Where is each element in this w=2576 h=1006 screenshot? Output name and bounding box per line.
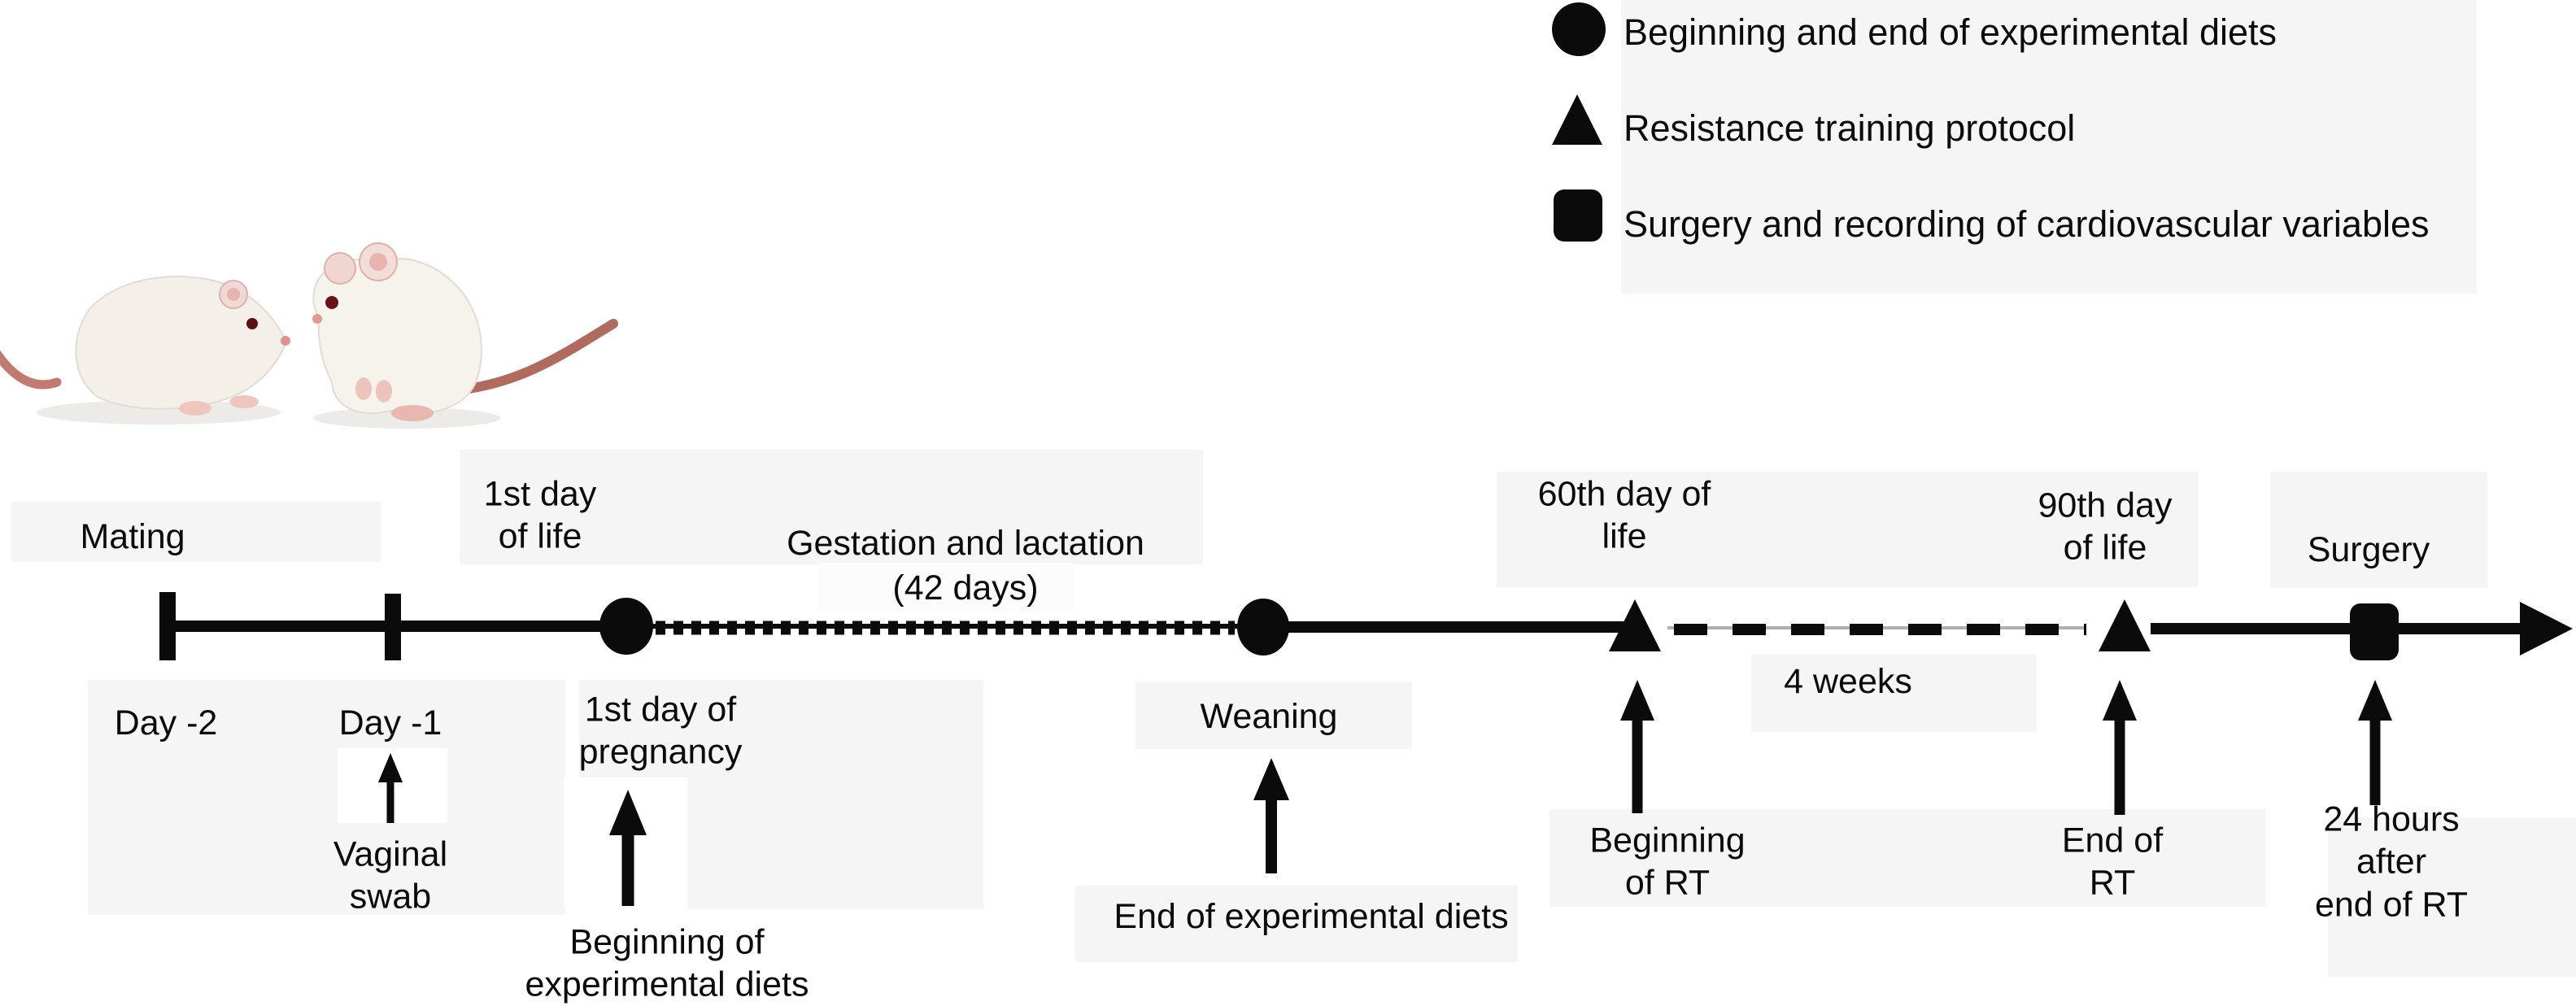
weaning-panel bbox=[1135, 682, 1412, 749]
end-diets-panel bbox=[1075, 886, 1518, 962]
after-rt-label: 24 hours after end of RT bbox=[2314, 799, 2469, 925]
segment-solid-1 bbox=[159, 621, 607, 632]
triangle-marker-icon bbox=[1552, 94, 1602, 145]
vaginal-swab-label: Vaginal swab bbox=[333, 834, 448, 917]
rat-shadow bbox=[37, 400, 281, 425]
weaning-label: Weaning bbox=[1200, 696, 1338, 736]
square-marker-icon bbox=[1554, 189, 1602, 242]
left-rat-nose bbox=[281, 336, 290, 346]
day60-day90-panel bbox=[1497, 472, 2198, 587]
right-rat-paw bbox=[355, 377, 372, 400]
left-rat-eye bbox=[246, 318, 258, 329]
right-rat-eye bbox=[325, 296, 338, 309]
right-rat-tail bbox=[451, 319, 618, 395]
left-rat-paw bbox=[179, 401, 211, 416]
surgery-label: Surgery bbox=[2307, 529, 2430, 569]
rt-labels-panel bbox=[1550, 809, 2265, 907]
end-diets-label: End of experimental diets bbox=[1114, 896, 1509, 936]
end-diets-arrow-icon bbox=[1253, 758, 1289, 873]
gestation-label: Gestation and lactation bbox=[787, 523, 1144, 563]
segment-solid-2 bbox=[1288, 621, 1629, 633]
end-rt-arrow-icon bbox=[2103, 680, 2137, 815]
timeline-axis bbox=[159, 592, 2573, 660]
four-weeks-label: 4 weeks bbox=[1784, 661, 1912, 701]
duration-backdrop bbox=[818, 563, 1074, 613]
right-rat-foot bbox=[391, 405, 434, 421]
circle-marker-icon bbox=[1552, 2, 1606, 56]
right-rat-paw bbox=[376, 380, 392, 403]
day-minus2-label: Day -2 bbox=[114, 703, 218, 743]
diet-start-circle-marker bbox=[599, 598, 653, 655]
first-day-of-life-label: 1st day of life bbox=[483, 474, 597, 556]
gestation-panel bbox=[460, 450, 1203, 564]
day90-label: 90th day of life bbox=[2038, 486, 2173, 568]
surgery-panel bbox=[2270, 472, 2487, 588]
left-rat-inner-ear bbox=[227, 288, 240, 301]
four-weeks-panel bbox=[1751, 654, 2037, 732]
right-rat-ear bbox=[324, 252, 356, 285]
day-minus1-label: Day -1 bbox=[338, 703, 442, 743]
annotation-arrows bbox=[378, 680, 2392, 906]
after-rt-panel bbox=[2328, 817, 2576, 977]
timeline-arrowhead-icon bbox=[2520, 602, 2573, 655]
day-labels-panel bbox=[88, 680, 565, 915]
day60-label: 60th day of life bbox=[1537, 474, 1711, 556]
left-rat-body bbox=[75, 276, 288, 410]
beginning-rt-arrow-icon bbox=[1620, 680, 1654, 813]
legend-item-rt: Resistance training protocol bbox=[1624, 107, 2076, 149]
left-rat-tail bbox=[0, 350, 62, 390]
gestation-duration-label: (42 days) bbox=[892, 568, 1039, 608]
vaginal-swab-arrow-icon bbox=[378, 753, 403, 823]
mating-panel bbox=[11, 502, 381, 562]
rt-start-triangle-marker bbox=[1609, 599, 1661, 651]
diet-end-circle-marker bbox=[1237, 599, 1289, 655]
legend-item-surgery: Surgery and recording of cardiovascular … bbox=[1624, 203, 2430, 245]
end-rt-label: End of RT bbox=[2061, 821, 2164, 903]
beginning-rt-label: Beginning of RT bbox=[1589, 821, 1746, 903]
right-rat-inner-ear bbox=[369, 253, 387, 271]
beginning-diets-label: Beginning of experimental diets bbox=[525, 922, 809, 1004]
mating-label: Mating bbox=[80, 516, 185, 556]
first-day-pregnancy-label: 1st day of pregnancy bbox=[578, 690, 743, 772]
segment-solid-3 bbox=[2151, 623, 2525, 634]
legend-item-diets: Beginning and end of experimental diets bbox=[1624, 11, 2277, 53]
right-rat-nose bbox=[312, 314, 322, 324]
legend-panel bbox=[1621, 0, 2477, 294]
rats-photo bbox=[0, 242, 618, 429]
rt-end-triangle-marker bbox=[2099, 599, 2151, 651]
beginning-diets-arrow-icon bbox=[609, 790, 647, 906]
surgery-square-marker bbox=[2350, 603, 2399, 660]
after-rt-arrow-icon bbox=[2358, 680, 2392, 805]
left-rat-paw bbox=[229, 395, 259, 408]
